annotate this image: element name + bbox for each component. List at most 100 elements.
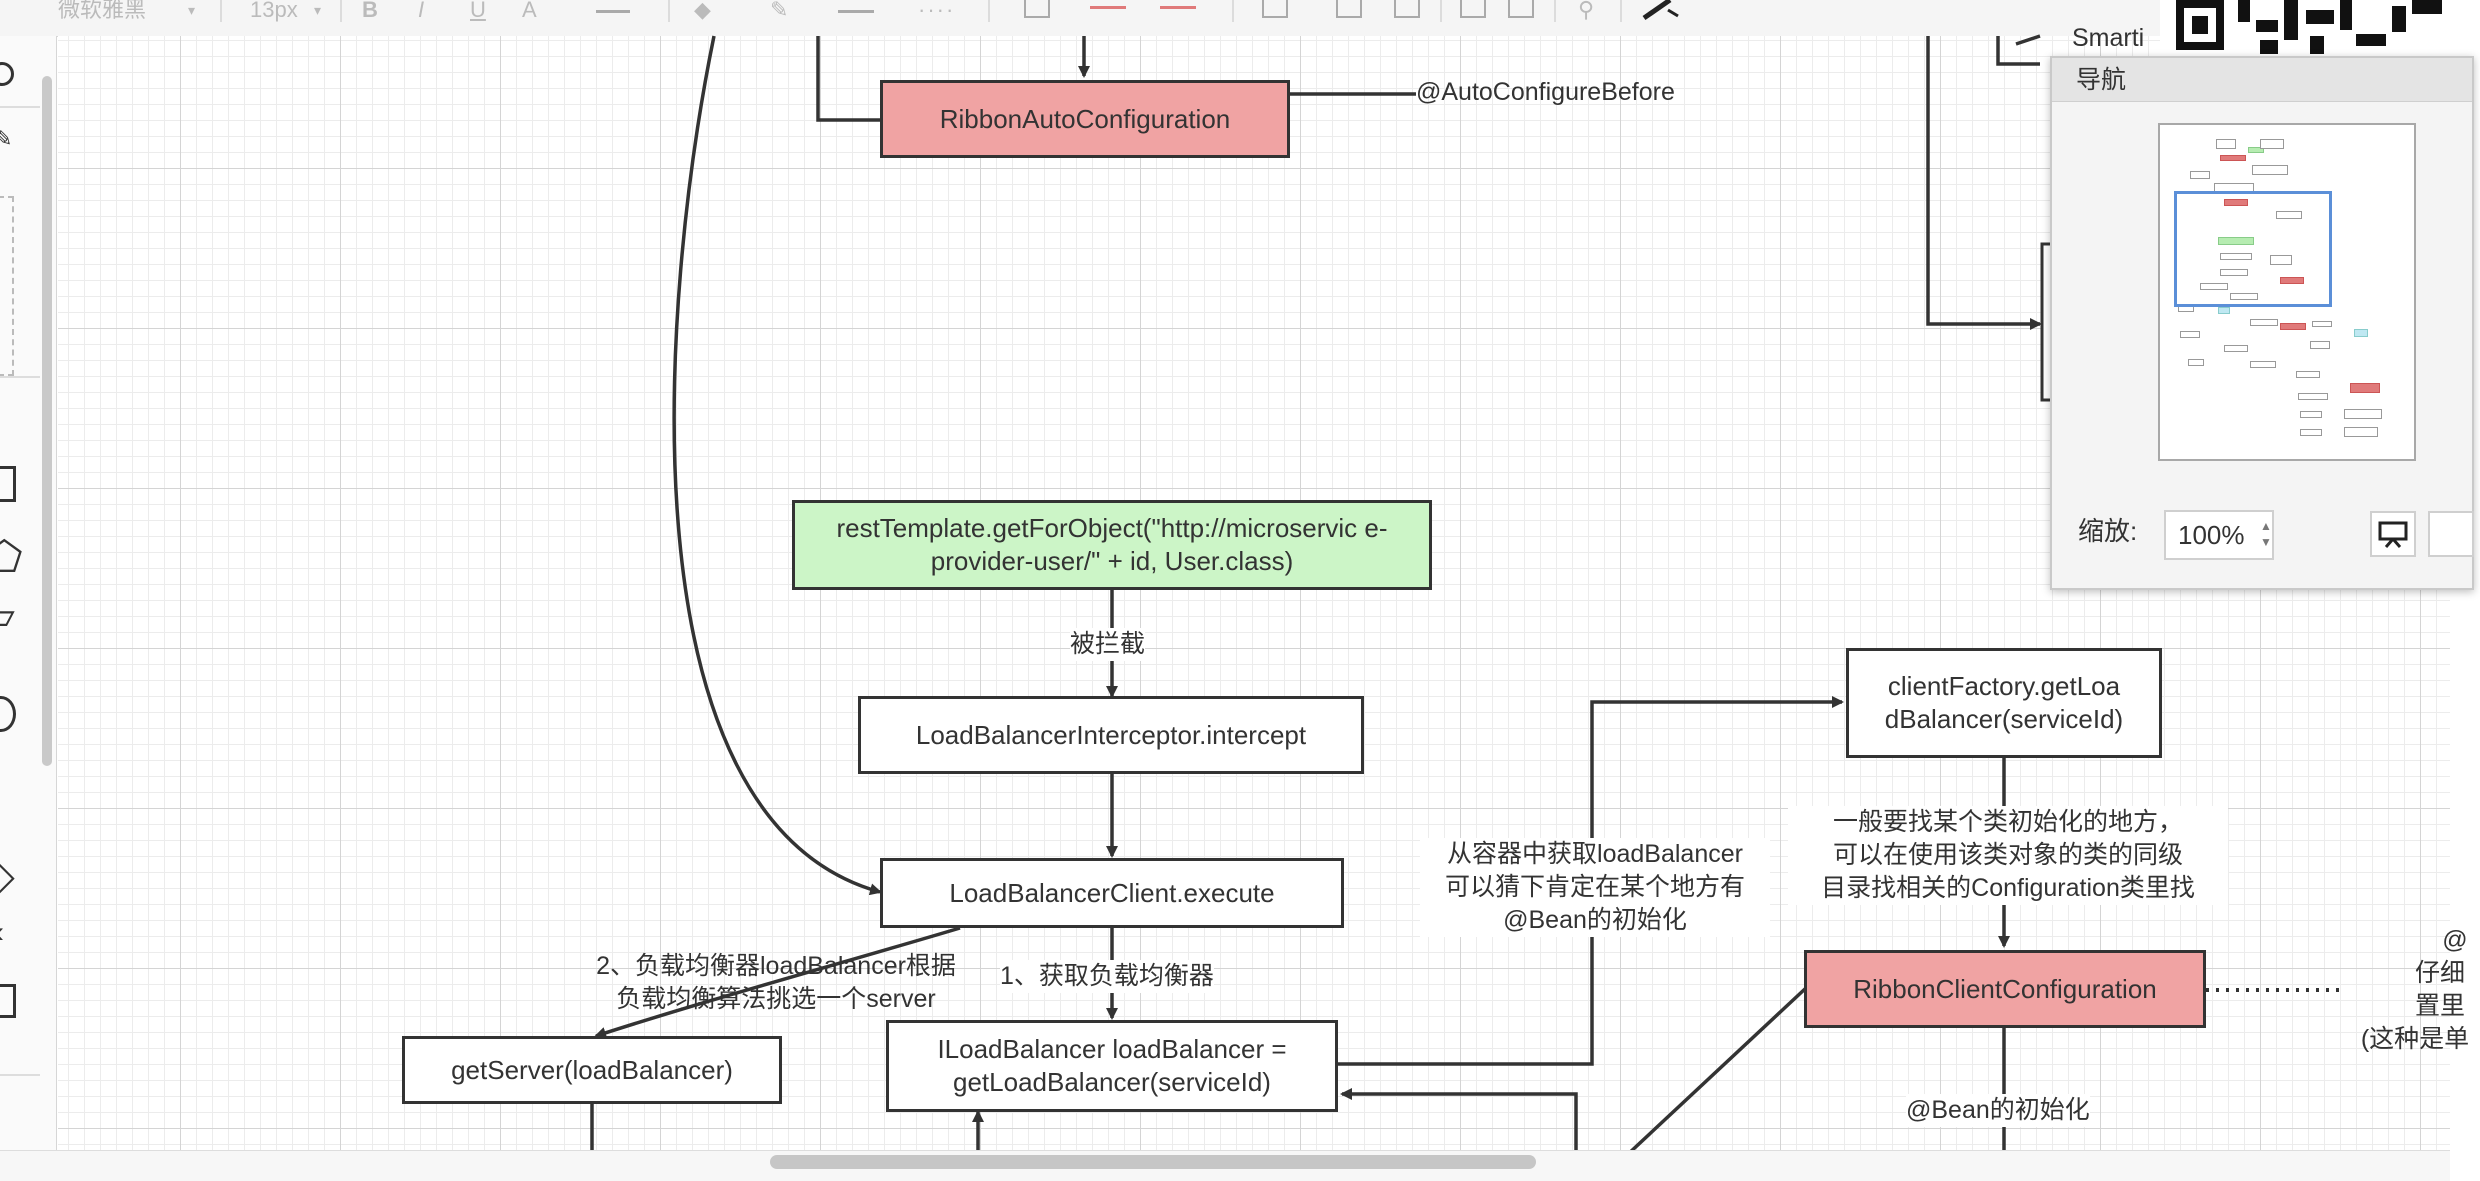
mini-node — [2280, 277, 2304, 284]
label-get-lb: 1、获取负载均衡器 — [1000, 960, 1214, 993]
chevron-down-icon[interactable]: ▾ — [188, 2, 196, 18]
mini-node — [2250, 361, 2276, 368]
horizontal-scrollbar[interactable] — [770, 1155, 1536, 1169]
label-line: 可以在使用该类对象的类的同级 — [1832, 841, 2183, 869]
align-icon[interactable] — [596, 0, 630, 13]
mini-node — [2218, 237, 2254, 245]
mini-node — [2220, 155, 2246, 161]
mini-node — [2224, 199, 2248, 206]
node-label: RibbonClientConfiguration — [1853, 973, 2157, 1004]
mini-node — [2296, 371, 2320, 378]
ellipse-shape-icon[interactable] — [0, 696, 16, 732]
to-back-icon[interactable] — [1394, 0, 1420, 18]
fullscreen-icon[interactable] — [2428, 511, 2474, 557]
panel-scrollbar[interactable] — [42, 76, 52, 766]
ungroup-icon[interactable] — [1508, 0, 1534, 18]
label-right-note: @ 仔细 置里 (这种是单 — [2340, 924, 2480, 1056]
navigator-title[interactable]: 导航 — [2052, 58, 2472, 102]
label-line: @ — [2442, 926, 2468, 954]
panel-divider — [0, 106, 40, 108]
mini-node — [2350, 383, 2380, 393]
toolbar-divider — [988, 0, 990, 22]
label-find-init: 一般要找某个类初始化的地方， 可以在使用该类对象的类的同级 目录找相关的Conf… — [1788, 806, 2228, 905]
panel-divider — [0, 376, 40, 378]
label-autoconfigure-before: @AutoConfigureBefore — [1416, 78, 1675, 106]
line-color-icon[interactable]: ✎ — [770, 0, 789, 22]
toolbar-divider — [1620, 0, 1622, 22]
navigator-preview[interactable] — [2158, 123, 2416, 461]
document-shape-icon[interactable] — [0, 984, 16, 1018]
bold-button[interactable]: B — [362, 0, 378, 22]
italic-button[interactable]: I — [418, 0, 425, 22]
connector-icon[interactable] — [1024, 0, 1050, 18]
qr-code-image — [2160, 0, 2450, 60]
font-family-select[interactable]: 微软雅黑 — [58, 0, 147, 22]
toolbar-divider — [1554, 0, 1556, 22]
mini-node — [2224, 345, 2248, 352]
link-icon[interactable]: ⚲ — [1578, 0, 1595, 22]
zoom-label: 缩放: — [2078, 516, 2138, 546]
mini-node — [2250, 319, 2278, 326]
navigator-panel: 导航 缩放: 100% ▲ — [2050, 56, 2474, 590]
node-label: ILoadBalancer loadBalancer = getLoadBala… — [937, 1034, 1287, 1097]
label-line: (这种是单 — [2360, 1025, 2470, 1053]
hexagon-shape-icon[interactable]: ‹ — [0, 916, 4, 950]
mini-node — [2354, 329, 2368, 337]
label-line: 仔细 — [2414, 959, 2465, 987]
lb-client-execute-node[interactable]: LoadBalancerClient.execute — [880, 858, 1344, 928]
start-arrow-icon[interactable] — [1090, 0, 1126, 9]
fill-color-icon[interactable]: ◆ — [694, 0, 711, 22]
label-bean-init: @Bean的初始化 — [1906, 1094, 2090, 1127]
underline-button[interactable]: U — [470, 0, 486, 22]
label-smart-partial: Smarti — [2072, 24, 2145, 52]
label-line: 目录找相关的Configuration类里找 — [1821, 874, 2195, 902]
search-icon[interactable] — [0, 62, 14, 86]
rest-template-node[interactable]: restTemplate.getForObject("http://micros… — [792, 500, 1432, 590]
pentagon-shape-icon[interactable]: ⬠ — [0, 533, 23, 580]
node-label: restTemplate.getForObject("http://micros… — [836, 513, 1388, 576]
toolbar-divider — [1440, 0, 1442, 22]
mini-node — [2180, 331, 2200, 338]
mini-node — [2248, 147, 2264, 153]
lb-interceptor-node[interactable]: LoadBalancerInterceptor.intercept — [858, 696, 1364, 774]
client-factory-node[interactable]: clientFactory.getLoa dBalancer(serviceId… — [1846, 648, 2162, 758]
zoom-stepper-icon[interactable]: ▲▼ — [2260, 519, 2272, 549]
mini-node — [2230, 293, 2258, 300]
to-front-icon[interactable] — [1336, 0, 1362, 18]
mini-node — [2260, 139, 2284, 149]
format-painter-icon[interactable] — [1640, 0, 1680, 21]
line-width-icon[interactable] — [838, 0, 874, 13]
rectangle-shape-icon[interactable] — [0, 466, 16, 502]
end-arrow-icon[interactable] — [1160, 0, 1196, 9]
parallelogram-shape-icon[interactable]: ▱ — [0, 596, 15, 636]
get-server-node[interactable]: getServer(loadBalancer) — [402, 1036, 782, 1104]
toolbar-divider — [1232, 0, 1234, 22]
presentation-icon[interactable] — [2370, 511, 2416, 557]
label-line: 从容器中获取loadBalancer — [1447, 840, 1743, 868]
navigator-viewport[interactable] — [2174, 191, 2332, 307]
mini-node — [2200, 283, 2228, 290]
mini-node — [2344, 409, 2382, 419]
ribbon-auto-configuration-node[interactable]: RibbonAutoConfiguration — [880, 80, 1290, 158]
edit-icon[interactable]: ✎ — [0, 126, 13, 151]
diamond-shape-icon[interactable]: ◇ — [0, 856, 15, 896]
mini-node — [2312, 321, 2332, 327]
mini-node — [2300, 429, 2322, 436]
mini-node — [2220, 253, 2252, 260]
font-size-input[interactable]: 13px — [250, 0, 298, 22]
mini-node — [2280, 323, 2306, 330]
font-color-button[interactable]: A — [522, 0, 537, 22]
group-icon[interactable] — [1460, 0, 1486, 18]
zoom-input[interactable]: 100% — [2164, 510, 2274, 560]
align-left-icon[interactable] — [1262, 0, 1288, 18]
line-style-icon[interactable]: ···· — [918, 0, 956, 22]
mini-node — [2344, 427, 2378, 437]
shape-panel: ✎ ⬠ ▱ ◇ ‹ — [0, 36, 57, 1180]
drop-zone[interactable] — [0, 196, 14, 376]
ribbon-client-configuration-node[interactable]: RibbonClientConfiguration — [1804, 950, 2206, 1028]
spinner-icon[interactable]: ▾ — [314, 2, 322, 18]
mini-node — [2298, 393, 2328, 400]
node-label: LoadBalancerClient.execute — [949, 877, 1275, 908]
label-line: 2、负载均衡器loadBalancer根据 — [596, 952, 956, 980]
ilb-node[interactable]: ILoadBalancer loadBalancer = getLoadBala… — [886, 1020, 1338, 1112]
